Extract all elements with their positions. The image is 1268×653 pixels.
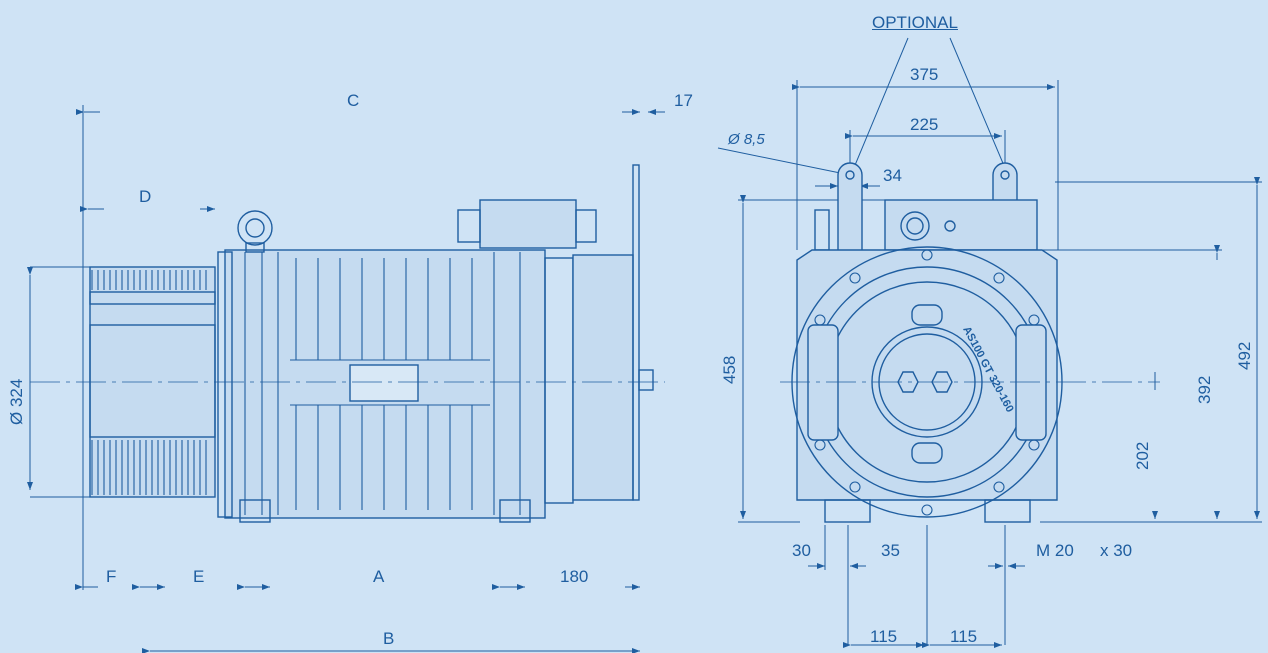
dim-label-115-right: 115 — [950, 627, 978, 646]
side-view — [27, 105, 665, 653]
front-foot-right — [984, 499, 1031, 523]
sheave-rim-top — [89, 291, 216, 305]
front-view — [717, 37, 1262, 648]
gland-outer — [900, 211, 930, 241]
dim-label-f: F — [106, 567, 117, 586]
lifting-lug-right — [992, 162, 1018, 200]
side-pad-left — [807, 324, 839, 441]
housing-ribs — [244, 252, 521, 515]
end-flange-left — [217, 251, 233, 518]
brake-section — [544, 257, 574, 504]
sheave-flat — [89, 324, 216, 438]
lifting-eye-inner — [245, 218, 265, 238]
optional-leader-left — [852, 37, 909, 171]
lifting-eye-outer — [237, 210, 273, 246]
dim-label-b: B — [383, 629, 395, 648]
dim-label-115-left: 115 — [870, 627, 898, 646]
optional-label: OPTIONAL — [872, 13, 958, 32]
lug-hole-right — [1000, 170, 1010, 180]
dim-label-bolt: M 20 — [1036, 541, 1074, 560]
dim-label-30: 30 — [792, 541, 811, 560]
dim-label-458: 458 — [720, 355, 739, 384]
name-plate — [349, 364, 419, 402]
dim-label-202: 202 — [1133, 441, 1152, 470]
lug-hole-left — [845, 170, 855, 180]
ring-bolts — [814, 249, 1040, 516]
gland-small — [944, 220, 956, 232]
bracket-left — [814, 209, 830, 251]
dim-label-e: E — [193, 567, 205, 586]
cable-gland-left — [457, 209, 481, 243]
dim-label-392: 392 — [1195, 375, 1214, 404]
front-housing — [796, 249, 1058, 501]
encoder-plate — [632, 164, 640, 501]
dim-label-492: 492 — [1235, 341, 1254, 370]
dim-label-225: 225 — [910, 115, 939, 134]
dim-label-375: 375 — [910, 65, 939, 84]
foot-left — [239, 499, 271, 523]
dim-label-diameter: Ø 324 — [7, 378, 26, 425]
dim-label-a: A — [373, 567, 385, 586]
gland-inner — [906, 217, 924, 235]
foot-right — [499, 499, 531, 523]
dim-label-180: 180 — [560, 567, 589, 586]
lifting-lug-left — [837, 162, 863, 250]
cable-gland-right — [575, 209, 597, 243]
terminal-box — [479, 199, 577, 249]
dim-label-35: 35 — [881, 541, 900, 560]
front-foot-left — [824, 499, 871, 523]
top-terminal-box — [884, 199, 1038, 251]
dim-hole-leader — [717, 147, 851, 176]
dim-label-c: C — [347, 91, 360, 110]
dim-label-d: D — [139, 187, 152, 206]
slot-top — [911, 304, 943, 326]
brake-housing — [572, 254, 634, 501]
slot-bottom — [911, 442, 943, 464]
optional-leader-right — [949, 37, 1006, 169]
lifting-eye-base — [245, 242, 265, 253]
dim-label-hole: Ø 8,5 — [728, 131, 765, 148]
shaft-end — [638, 369, 654, 391]
dim-label-17: 17 — [674, 91, 693, 110]
side-pad-right — [1015, 324, 1047, 441]
sheave-grooves — [91, 270, 207, 495]
dim-label-34: 34 — [883, 166, 902, 185]
dim-label-bolt-length: x 30 — [1100, 541, 1133, 560]
